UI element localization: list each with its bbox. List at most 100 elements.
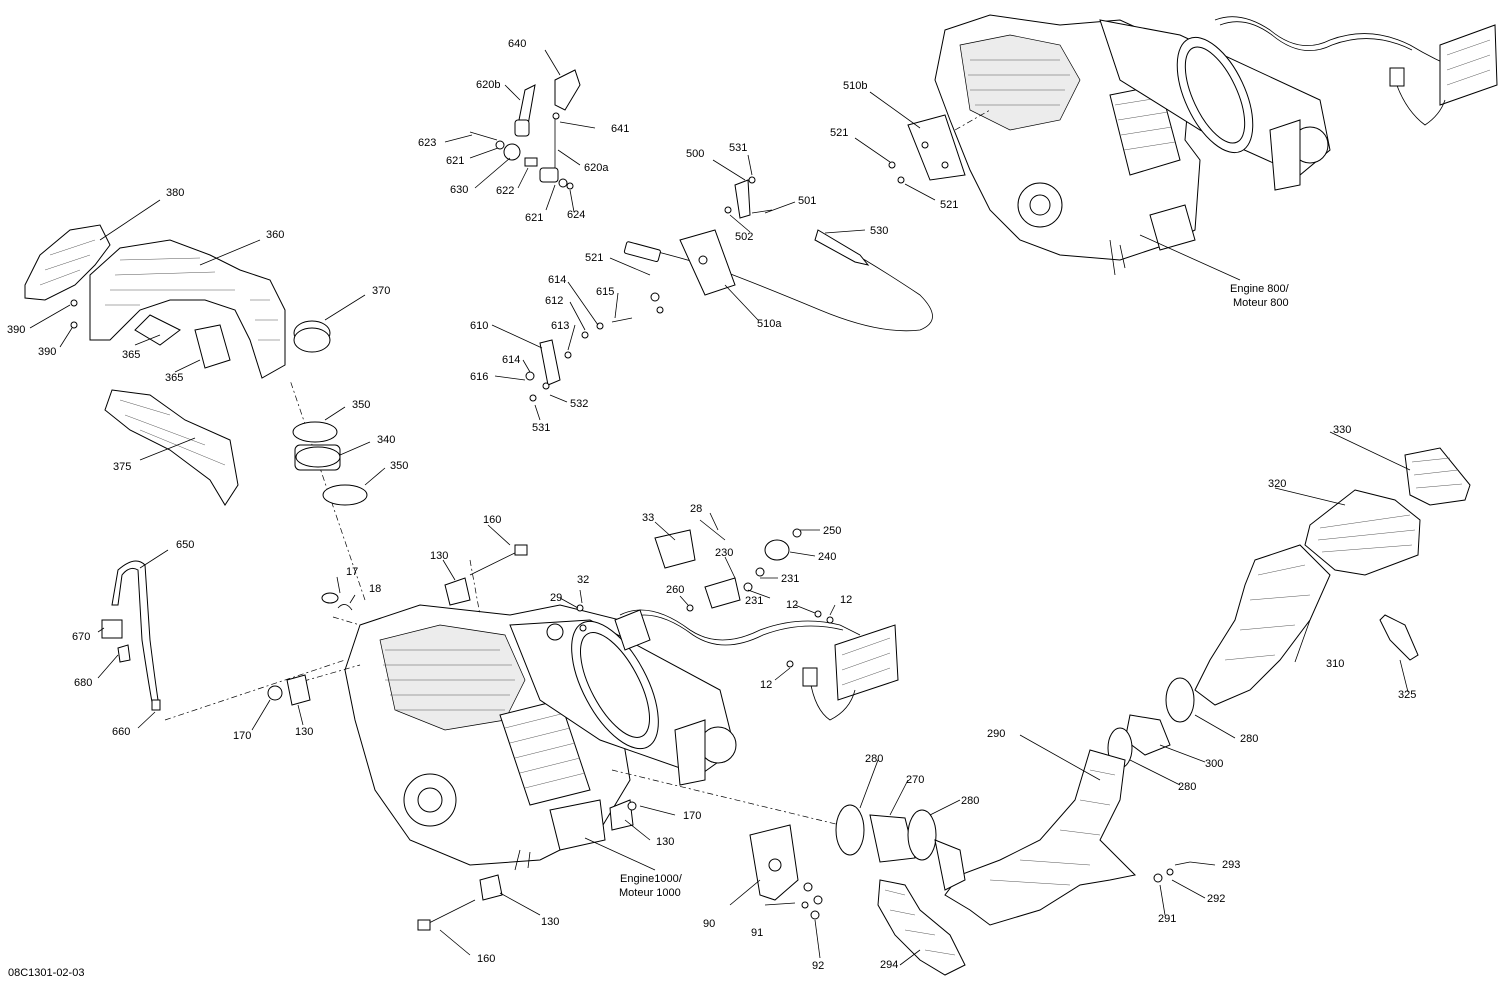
callout-616: 616 [470,371,488,383]
callout-390b: 390 [38,346,56,358]
engine-1000-assembly [164,379,899,871]
callout-614: 614 [548,274,566,286]
callout-160b: 160 [477,953,495,965]
callout-130: 130 [430,550,448,562]
shifter-linkage-parts [469,69,933,402]
callout-613: 613 [551,320,569,332]
callout-12: 12 [786,599,798,611]
callout-33: 33 [642,512,654,524]
callout-670: 670 [72,631,90,643]
outlet-duct-parts [835,447,1471,976]
callout-621: 621 [446,155,464,167]
callout-130c: 130 [656,836,674,848]
drain-hose-parts [101,560,161,711]
callout-280b: 280 [1178,781,1196,793]
callout-270: 270 [906,774,924,786]
callout-501: 501 [798,195,816,207]
callout-531b: 531 [532,422,550,434]
callout-610: 610 [470,320,488,332]
callout-530: 530 [870,225,888,237]
figure-code: 08C1301-02-03 [8,967,84,979]
callout-12c: 12 [760,679,772,691]
callout-280d: 280 [961,795,979,807]
callout-28: 28 [690,503,702,515]
engine-800-label-line1: Engine 800/ [1230,283,1290,295]
engine-800-label-line2: Moteur 800 [1233,297,1289,309]
callout-510b: 510b [843,80,867,92]
callout-502: 502 [735,231,753,243]
callout-170b: 170 [683,810,701,822]
engine-1000-label-line2: Moteur 1000 [619,887,681,899]
callout-90: 90 [703,918,715,930]
air-intake-parts [24,224,368,506]
callout-293: 293 [1222,859,1240,871]
callout-91: 91 [751,927,763,939]
callout-29: 29 [550,592,562,604]
callout-630: 630 [450,184,468,196]
callout-380: 380 [166,187,184,199]
callout-310: 310 [1326,658,1344,670]
callout-370: 370 [372,285,390,297]
callout-615: 615 [596,286,614,298]
callout-521: 521 [585,252,603,264]
callout-531: 531 [729,142,747,154]
callout-92: 92 [812,960,824,972]
callout-130d: 130 [541,916,559,928]
callout-280c: 280 [865,753,883,765]
callout-624: 624 [567,209,585,221]
callout-365b: 365 [165,372,183,384]
callout-280: 280 [1240,733,1258,745]
callout-660: 660 [112,726,130,738]
callout-leaders [29,49,1411,966]
engine-mount-parts [267,519,834,931]
callout-623: 623 [418,137,436,149]
callout-641: 641 [611,123,629,135]
callout-labels: 640 620b 641 623 621 630 622 620a 621 62… [7,38,1416,979]
callout-521c: 521 [940,199,958,211]
callout-510a: 510a [757,318,782,330]
callout-375: 375 [113,461,131,473]
callout-340: 340 [377,434,395,446]
callout-360: 360 [266,229,284,241]
callout-170: 170 [233,730,251,742]
engine-800-assembly [888,14,1498,276]
callout-12b: 12 [840,594,852,606]
callout-500: 500 [686,148,704,160]
callout-292: 292 [1207,893,1225,905]
callout-620a: 620a [584,162,609,174]
callout-320: 320 [1268,478,1286,490]
callout-521b: 521 [830,127,848,139]
callout-300: 300 [1205,758,1223,770]
callout-231: 231 [781,573,799,585]
callout-294: 294 [880,959,898,971]
callout-621b: 621 [525,212,543,224]
callout-640: 640 [508,38,526,50]
callout-260: 260 [666,584,684,596]
callout-620b: 620b [476,79,500,91]
engine-1000-label-line1: Engine1000/ [620,873,683,885]
callout-250: 250 [823,525,841,537]
callout-350: 350 [352,399,370,411]
callout-291: 291 [1158,913,1176,925]
callout-160: 160 [483,514,501,526]
callout-350b: 350 [390,460,408,472]
callout-17: 17 [346,566,358,578]
callout-365: 365 [122,349,140,361]
callout-680: 680 [74,677,92,689]
callout-231b: 231 [745,595,763,607]
callout-330: 330 [1333,424,1351,436]
callout-290: 290 [987,728,1005,740]
callout-32: 32 [577,574,589,586]
callout-532: 532 [570,398,588,410]
callout-614b: 614 [502,354,520,366]
callout-130b: 130 [295,726,313,738]
callout-240: 240 [818,551,836,563]
callout-622: 622 [496,185,514,197]
callout-230: 230 [715,547,733,559]
callout-390: 390 [7,324,25,336]
callout-325: 325 [1398,689,1416,701]
callout-650: 650 [176,539,194,551]
callout-612: 612 [545,295,563,307]
callout-18: 18 [369,583,381,595]
